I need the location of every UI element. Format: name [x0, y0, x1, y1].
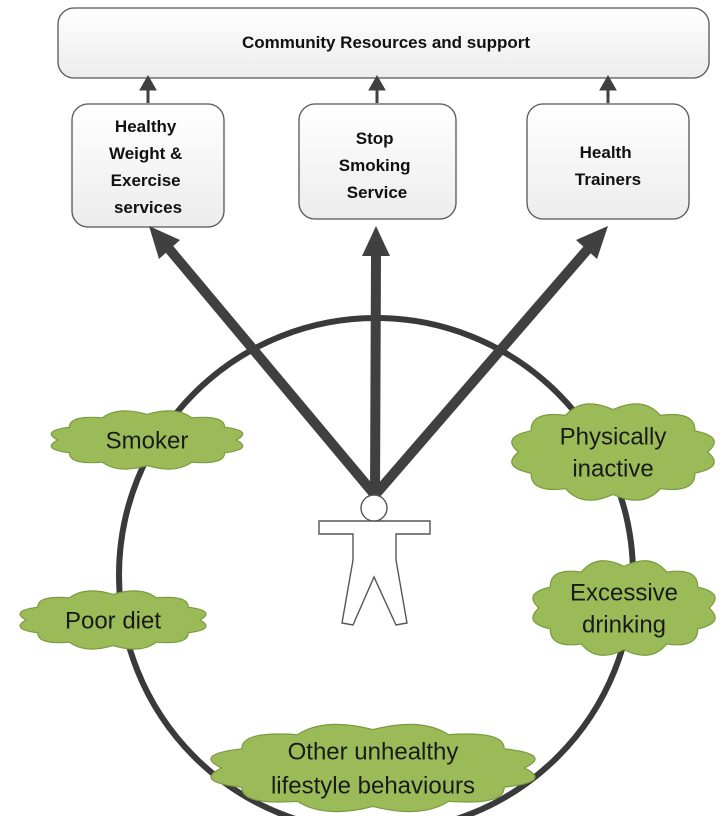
svg-text:Stop Smoking Servi: Stop Smoking Service	[339, 129, 416, 202]
arrow-head-3	[599, 74, 617, 91]
service-1-line-3: Exercise	[111, 171, 181, 190]
big-arrow-right-shaft	[370, 245, 592, 500]
person-body	[318, 520, 431, 626]
arrow-head-2	[368, 74, 386, 91]
cloud-poor-diet-label: Poor diet	[65, 607, 161, 634]
big-arrow-center-head	[362, 226, 390, 256]
cloud-smoker-label: Smoker	[106, 427, 189, 454]
cloud-poor-diet: Poor diet	[19, 590, 207, 650]
person-head	[360, 494, 388, 522]
svg-text:Healthy Weight & E: Healthy Weight & Exercise services	[109, 117, 187, 217]
person-icon	[318, 494, 431, 626]
cloud-other-behaviours-line-1: Other unhealthy	[288, 738, 459, 765]
cloud-physically-inactive-label: Physically inactive	[560, 423, 667, 482]
cloud-other-behaviours-shape	[210, 723, 536, 813]
community-resources-label: Community Resources and support	[242, 33, 530, 52]
cloud-poor-diet-line-1: Poor diet	[65, 607, 161, 634]
community-resources-box: Community Resources and support	[57, 7, 710, 79]
cloud-poor-diet-shape	[19, 590, 207, 650]
cloud-excessive-drinking: Excessive drinking	[532, 560, 716, 656]
service-to-community-arrows	[139, 74, 617, 103]
cloud-physically-inactive-line-1: Physically	[560, 423, 667, 450]
cloud-excessive-drinking-label: Excessive drinking	[570, 579, 678, 638]
service-box-stop-smoking: Stop Smoking Service	[298, 103, 457, 220]
cloud-physically-inactive: Physically inactive	[511, 403, 715, 501]
cloud-smoker-shape	[50, 410, 244, 470]
cloud-other-behaviours: Other unhealthy lifestyle behaviours	[210, 723, 536, 813]
big-arrow-right-head	[576, 226, 608, 259]
service-3-line-2: Trainers	[575, 170, 641, 189]
service-3-line-1: Health	[580, 143, 632, 162]
service-box-health-trainers: Health Trainers	[526, 103, 690, 220]
cloud-excessive-drinking-line-1: Excessive	[570, 579, 678, 606]
cloud-smoker: Smoker	[50, 410, 244, 470]
cloud-other-behaviours-label: Other unhealthy lifestyle behaviours	[271, 738, 475, 799]
service-box-healthy-weight: Healthy Weight & Exercise services	[71, 103, 225, 228]
cloud-smoker-line-1: Smoker	[106, 427, 189, 454]
service-2-line-3: Service	[347, 183, 408, 202]
cloud-excessive-drinking-line-2: drinking	[582, 611, 666, 638]
arrow-head-1	[139, 74, 157, 91]
service-1-line-1: Healthy	[115, 117, 177, 136]
cloud-other-behaviours-line-2: lifestyle behaviours	[271, 772, 475, 799]
service-2-line-2: Smoking	[339, 156, 411, 175]
big-arrow-left-shaft	[165, 245, 380, 500]
cloud-excessive-drinking-shape	[532, 560, 716, 656]
cloud-physically-inactive-line-2: inactive	[572, 455, 653, 482]
person-to-service-arrows	[149, 226, 608, 500]
service-1-line-4: services	[114, 198, 182, 217]
big-arrow-left-head	[149, 226, 180, 259]
svg-text:Health Trainers: Health Trainers	[575, 143, 641, 189]
service-2-line-1: Stop	[356, 129, 394, 148]
big-arrow-center-shaft	[370, 251, 381, 500]
cloud-physically-inactive-shape	[511, 403, 715, 501]
service-1-line-2: Weight &	[109, 144, 182, 163]
